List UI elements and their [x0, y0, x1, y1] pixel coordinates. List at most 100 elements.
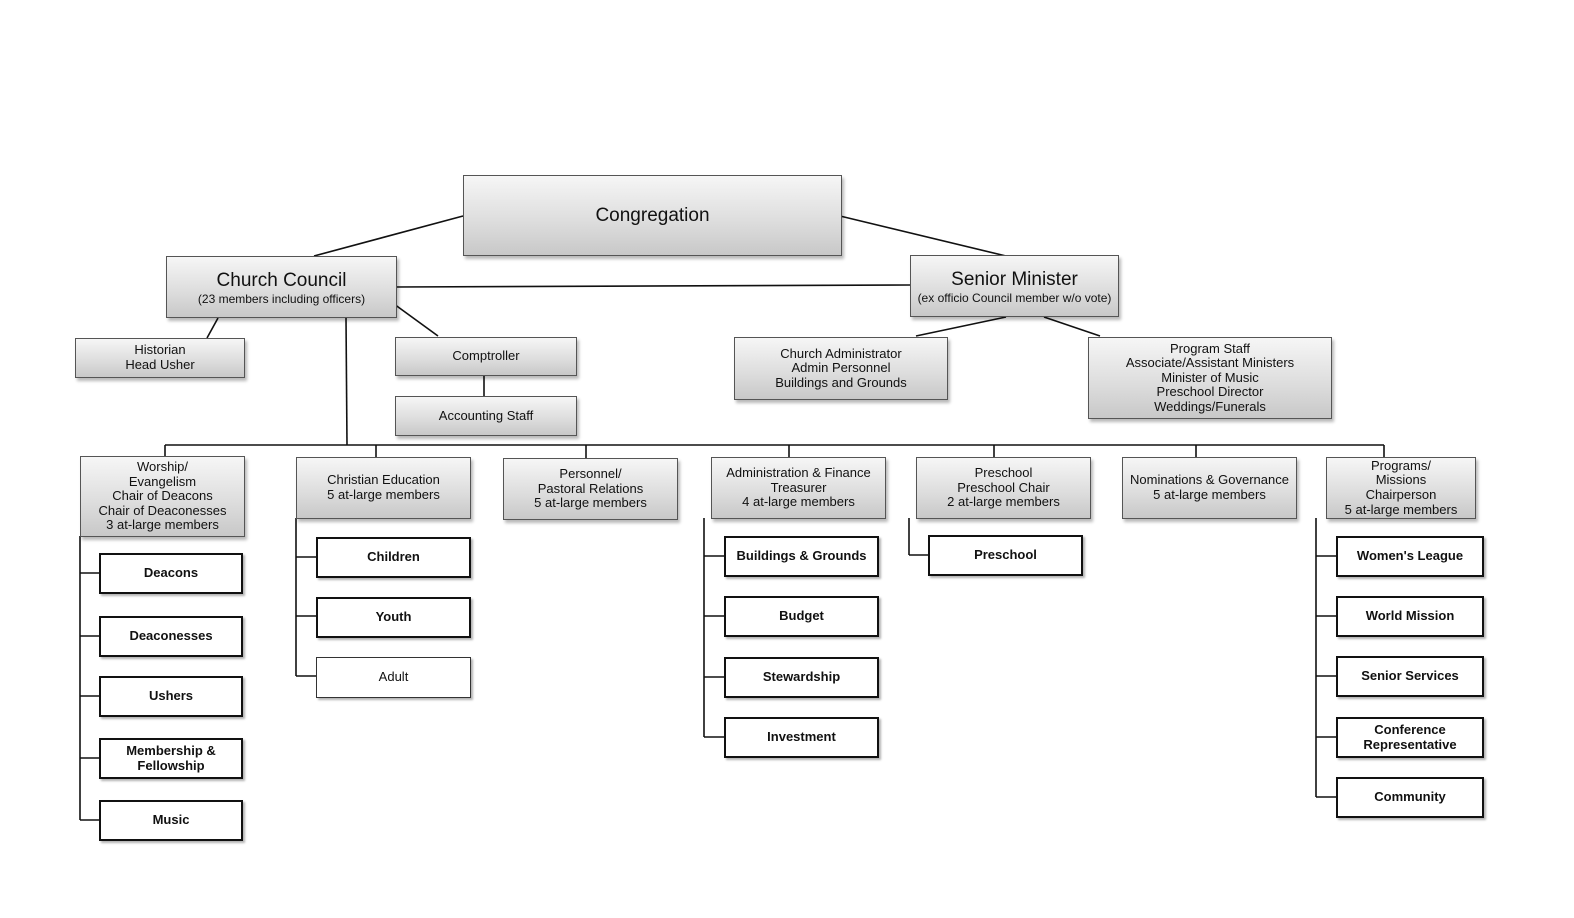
preschool-committee-box: Preschool Preschool Chair 2 at-large mem…	[916, 457, 1091, 519]
admin-finance-line: 4 at-large members	[742, 494, 855, 510]
adult-box: Adult	[316, 657, 471, 698]
connector	[839, 215, 1007, 257]
community-box: Community	[1336, 777, 1484, 818]
program-staff-line: Preschool Director	[1156, 384, 1264, 400]
accounting-staff-box: Accounting Staff	[395, 396, 577, 436]
budget-box: Budget	[724, 596, 879, 637]
deaconesses-label: Deaconesses	[129, 628, 213, 644]
membership-line: Membership &	[126, 742, 216, 758]
church-council-title: Church Council	[216, 269, 347, 291]
connector	[393, 284, 911, 288]
world-mission-label: World Mission	[1365, 608, 1455, 624]
church-administrator-line: Admin Personnel	[791, 360, 891, 376]
investment-label: Investment	[767, 729, 836, 745]
program-staff-line: Minister of Music	[1161, 369, 1259, 385]
buildings-grounds-label: Buildings & Grounds	[736, 548, 867, 564]
worship-line: 3 at-large members	[106, 517, 219, 533]
conference-line: Representative	[1363, 736, 1457, 752]
connector	[1043, 316, 1101, 337]
preschool-box: Preschool	[928, 535, 1083, 576]
music-box: Music	[99, 800, 243, 841]
congregation-label: Congregation	[595, 205, 710, 226]
historian-line: Historian	[134, 342, 186, 358]
worship-committee-box: Worship/ Evangelism Chair of Deacons Cha…	[80, 456, 245, 537]
membership-line: Fellowship	[137, 757, 205, 773]
program-staff-line: Associate/Assistant Ministers	[1125, 355, 1295, 371]
church-administrator-line: Buildings and Grounds	[775, 374, 907, 390]
nominations-line: 5 at-large members	[1153, 487, 1266, 502]
youth-box: Youth	[316, 597, 471, 638]
congregation-box: Congregation	[463, 175, 842, 256]
senior-minister-box: Senior Minister (ex officio Council memb…	[910, 255, 1119, 317]
programs-line: Chairperson	[1365, 487, 1437, 502]
admin-finance-line: Administration & Finance	[726, 465, 871, 481]
admin-finance-box: Administration & Finance Treasurer 4 at-…	[711, 457, 886, 519]
programs-line: 5 at-large members	[1344, 501, 1458, 517]
community-label: Community	[1374, 789, 1446, 805]
program-staff-line: Program Staff	[1170, 340, 1250, 356]
senior-services-label: Senior Services	[1361, 668, 1459, 684]
investment-box: Investment	[724, 717, 879, 758]
worship-line: Chair of Deaconesses	[98, 502, 227, 518]
historian-box: Historian Head Usher	[75, 338, 245, 378]
programs-line: Programs/	[1371, 457, 1431, 473]
stewardship-box: Stewardship	[724, 657, 879, 698]
admin-finance-line: Treasurer	[770, 479, 827, 495]
senior-services-box: Senior Services	[1336, 656, 1484, 697]
deacons-box: Deacons	[99, 553, 243, 594]
worship-line: Evangelism	[128, 473, 197, 489]
historian-line: Head Usher	[125, 357, 195, 372]
deacons-label: Deacons	[143, 565, 199, 581]
accounting-staff-label: Accounting Staff	[438, 407, 534, 423]
preschool-committee-line: Preschool	[974, 465, 1033, 481]
senior-minister-title: Senior Minister	[951, 268, 1078, 290]
personnel-committee-box: Personnel/ Pastoral Relations 5 at-large…	[503, 458, 678, 520]
personnel-line: 5 at-large members	[534, 495, 647, 511]
connector	[206, 317, 219, 339]
church-administrator-line: Church Administrator	[780, 345, 902, 361]
christian-education-line: 5 at-large members	[327, 487, 440, 502]
worship-line: Worship/	[136, 459, 189, 475]
comptroller-label: Comptroller	[452, 348, 520, 364]
stewardship-label: Stewardship	[762, 669, 841, 685]
nominations-line: Nominations & Governance	[1130, 472, 1289, 488]
christian-education-box: Christian Education 5 at-large members	[296, 457, 471, 519]
music-label: Music	[152, 812, 190, 828]
preschool-committee-line: 2 at-large members	[947, 494, 1060, 510]
world-mission-box: World Mission	[1336, 596, 1484, 637]
connector	[313, 215, 464, 257]
budget-label: Budget	[779, 608, 824, 624]
children-label: Children	[367, 549, 420, 565]
womens-league-box: Women's League	[1336, 536, 1484, 577]
conference-line: Conference	[1374, 721, 1446, 737]
personnel-line: Pastoral Relations	[537, 480, 644, 496]
programs-missions-box: Programs/ Missions Chairperson 5 at-larg…	[1326, 457, 1476, 519]
church-council-box: Church Council (23 members including off…	[166, 256, 397, 318]
youth-label: Youth	[375, 609, 412, 625]
programs-line: Missions	[1375, 472, 1427, 488]
christian-education-line: Christian Education	[327, 472, 440, 488]
adult-label: Adult	[378, 669, 409, 685]
membership-fellowship-box: Membership & Fellowship	[99, 738, 243, 779]
comptroller-box: Comptroller	[395, 337, 577, 376]
preschool-committee-line: Preschool Chair	[957, 479, 1050, 495]
deaconesses-box: Deaconesses	[99, 616, 243, 657]
conference-representative-box: Conference Representative	[1336, 717, 1484, 758]
senior-minister-subtitle: (ex officio Council member w/o vote)	[917, 290, 1112, 305]
connector	[393, 303, 439, 337]
preschool-label: Preschool	[974, 547, 1037, 563]
church-council-subtitle: (23 members including officers)	[197, 291, 366, 306]
buildings-grounds-box: Buildings & Grounds	[724, 536, 879, 577]
connector	[915, 316, 1007, 337]
ushers-box: Ushers	[99, 676, 243, 717]
womens-league-label: Women's League	[1356, 548, 1464, 564]
program-staff-box: Program Staff Associate/Assistant Minist…	[1088, 337, 1332, 419]
personnel-line: Personnel/	[559, 466, 622, 482]
children-box: Children	[316, 537, 471, 578]
church-administrator-box: Church Administrator Admin Personnel Bui…	[734, 337, 948, 400]
ushers-label: Ushers	[148, 688, 194, 704]
worship-line: Chair of Deacons	[112, 488, 213, 504]
connector	[345, 317, 348, 446]
program-staff-line: Weddings/Funerals	[1154, 398, 1266, 414]
